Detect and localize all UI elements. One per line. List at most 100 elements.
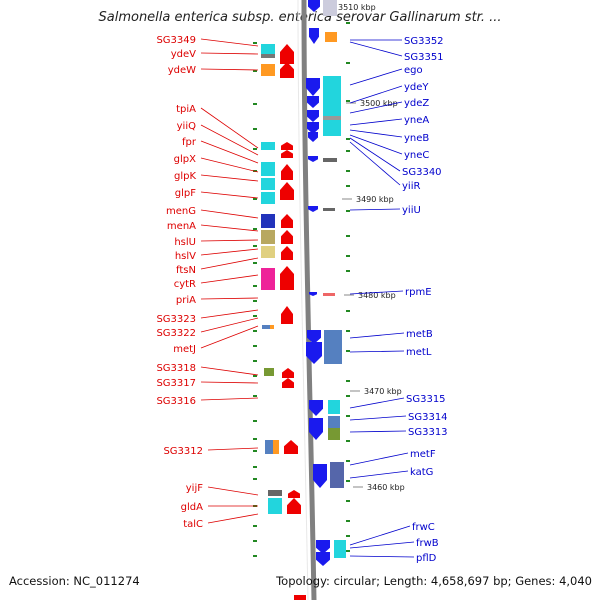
reverse-strand-arrow <box>316 552 330 566</box>
forward-strand-arrow <box>281 142 293 150</box>
gene-label-ego: ego <box>404 65 423 76</box>
accession-text: Accession: NC_011274 <box>9 574 140 588</box>
gene-label-metj: metJ <box>173 344 196 355</box>
callout-line-right <box>349 525 411 546</box>
track-dash-left <box>253 300 257 302</box>
forward-strand-arrow <box>281 214 293 228</box>
track-dash-left <box>253 478 257 480</box>
callout-line-left <box>207 513 259 524</box>
gene-block <box>323 293 335 296</box>
gene-block <box>261 246 275 258</box>
gene-label-rpme: rpmE <box>405 287 432 298</box>
gene-block <box>328 428 340 440</box>
gene-label-glpk: glpK <box>174 171 196 182</box>
gene-block <box>323 76 341 136</box>
track-dash-right <box>346 100 350 102</box>
track-dash-left <box>253 466 257 468</box>
track-dash-right <box>346 235 350 237</box>
gene-label-glda: gldA <box>181 502 203 513</box>
gene-block <box>265 440 273 454</box>
reverse-strand-arrow <box>308 206 318 212</box>
gene-block <box>261 44 275 54</box>
reverse-strand-arrow <box>308 0 320 12</box>
gene-label-mena: menA <box>167 221 196 232</box>
callout-line-left <box>200 209 259 219</box>
callout-line-left <box>200 68 259 71</box>
callout-line-right <box>349 129 403 138</box>
gene-block <box>261 214 275 228</box>
gene-label-metb: metB <box>406 329 433 340</box>
gene-block <box>328 416 340 428</box>
gene-label-sg3315: SG3315 <box>406 394 446 405</box>
label-layer: SG3349ydeVydeWtpiAyiiQfprglpXglpKglpFmen… <box>156 35 447 564</box>
callout-line-right <box>349 452 409 466</box>
callout-line-right <box>349 85 403 104</box>
track-dash-right <box>346 255 350 257</box>
gene-block <box>330 462 344 488</box>
feature-layer <box>261 0 346 600</box>
gene-block <box>261 162 275 176</box>
forward-strand-arrow <box>281 164 293 180</box>
callout-line-right <box>349 137 401 172</box>
scale-tick-label: 3460 kbp <box>367 483 405 492</box>
gene-label-sg3322: SG3322 <box>156 328 196 339</box>
gene-label-sg3349: SG3349 <box>156 35 196 46</box>
gene-label-meng: menG <box>166 206 196 217</box>
reverse-strand-arrow <box>309 292 317 296</box>
callout-line-right <box>349 41 403 57</box>
track-dash-right <box>346 210 350 212</box>
callout-line-right <box>349 141 401 186</box>
backbone-highlight <box>297 0 309 600</box>
track-dash-left <box>253 555 257 557</box>
forward-strand-arrow <box>281 306 293 324</box>
gene-block <box>261 142 275 150</box>
forward-strand-arrow <box>282 368 294 378</box>
track-dash-left <box>253 315 257 317</box>
track-dash-right <box>346 150 350 152</box>
track-dash-left <box>253 420 257 422</box>
gene-label-ynec: yneC <box>404 150 429 161</box>
callout-line-right <box>349 68 403 86</box>
callout-line-left <box>207 486 259 496</box>
callout-line-right <box>349 397 405 409</box>
callout-line-left <box>200 309 259 319</box>
gene-label-metf: metF <box>410 449 436 460</box>
forward-strand-arrow <box>281 246 293 260</box>
gene-block <box>264 368 274 376</box>
gene-label-ydey: ydeY <box>404 82 429 93</box>
callout-line-right <box>349 332 405 339</box>
gene-label-sg3316: SG3316 <box>156 396 196 407</box>
track-dash-right <box>346 350 350 352</box>
track-dash-left <box>253 438 257 440</box>
genome-title: Salmonella enterica subsp. enterica sero… <box>98 10 502 25</box>
track-dash-left <box>253 70 257 72</box>
callout-line-left <box>200 239 259 242</box>
gene-label-fpr: fpr <box>182 137 197 148</box>
track-dash-left <box>253 148 257 150</box>
reverse-strand-arrow <box>308 156 318 162</box>
genome-summary-text: Topology: circular; Length: 4,658,697 bp… <box>276 574 592 588</box>
scale-tick-label: 3470 kbp <box>364 387 402 396</box>
track-dash-left <box>253 525 257 527</box>
callout-line-right <box>349 430 407 433</box>
track-dash-left <box>253 345 257 347</box>
forward-strand-arrow <box>287 498 301 514</box>
gene-block <box>323 208 335 211</box>
reverse-strand-arrow <box>307 122 319 134</box>
gene-label-sg3313: SG3313 <box>408 427 448 438</box>
callout-line-right <box>349 415 407 421</box>
track-dash-right <box>346 550 350 552</box>
gene-label-ftsn: ftsN <box>176 265 196 276</box>
gene-block <box>273 440 279 454</box>
callout-line-left <box>200 274 259 284</box>
reverse-strand-arrow <box>309 28 319 44</box>
callout-line-right <box>349 290 404 295</box>
callout-line-left <box>200 174 259 182</box>
track-dash-right <box>346 138 350 140</box>
scale-tick-label: 3480 kbp <box>358 291 396 300</box>
track-dash-left <box>253 245 257 247</box>
reverse-strand-arrow <box>309 400 323 416</box>
scale-tick-label: 3490 kbp <box>356 195 394 204</box>
gene-label-sg3340: SG3340 <box>402 167 442 178</box>
